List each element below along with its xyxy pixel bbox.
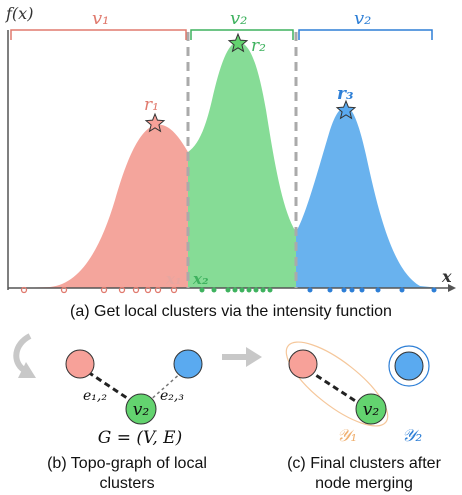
- peak-star-r3: [335, 99, 357, 120]
- bracket-v2-green: [190, 29, 294, 40]
- bracket-label-v1: v₁: [92, 8, 109, 29]
- sample-point: [431, 287, 437, 293]
- curved-arrow-icon: [13, 333, 32, 373]
- node-v2-label: v₂: [133, 400, 150, 420]
- caption-b-line2: clusters: [99, 475, 154, 492]
- sample-point: [399, 287, 405, 293]
- sample-point: [232, 287, 238, 293]
- caption-c-line1: (c) Final clusters after: [287, 455, 441, 472]
- sample-point: [253, 287, 259, 293]
- sample-point: [144, 286, 152, 294]
- caption-a: (a) Get local clusters via the intensity…: [70, 303, 392, 320]
- sample-point: [60, 286, 68, 294]
- bracket-v1: [10, 29, 187, 40]
- bracket-label-v2-green: v₂: [230, 8, 247, 29]
- panel-a: f(x) x v₁ v₂ v₂ r₁ r₂ r₃ x₁ x₂: [5, 4, 456, 320]
- peak-star-r2: [227, 32, 249, 53]
- sample-point: [225, 287, 231, 293]
- sample-point: [20, 286, 28, 294]
- peak-star-r1: [144, 112, 166, 133]
- sample-point: [359, 287, 365, 293]
- sample-point: [341, 287, 347, 293]
- node-red: [65, 349, 95, 379]
- boundary-label-x1: x₁: [165, 270, 182, 288]
- peak-label-r2: r₂: [251, 36, 266, 56]
- peak-label-r1: r₁: [144, 95, 159, 115]
- edge-label-e23: e₂,₃: [160, 388, 184, 404]
- peak-label-r3: r₃: [337, 84, 353, 104]
- x-axis-arrowhead: [448, 284, 456, 292]
- sample-point: [132, 286, 140, 294]
- node-v2-merged-label: v₂: [363, 400, 380, 420]
- node-blue-single: [394, 351, 424, 381]
- edge-e23: [147, 371, 183, 403]
- boundary-label-x2: x₂: [192, 270, 209, 288]
- caption-c-line2: node merging: [315, 475, 413, 492]
- sample-point: [199, 287, 205, 293]
- cluster-label-y2: 𝒴₂: [402, 426, 422, 446]
- green-region: [188, 42, 296, 288]
- sample-point: [260, 287, 266, 293]
- sample-point: [246, 287, 252, 293]
- cluster-y2-ring: [388, 345, 430, 387]
- x-axis-label: x: [441, 267, 452, 286]
- edge-label-e12: e₁,₂: [83, 388, 107, 404]
- sample-point: [100, 286, 108, 294]
- sample-points: [20, 286, 437, 294]
- sample-point: [327, 287, 333, 293]
- panel-b: v₂ e₁,₂ e₂,₃ G = (V, E) (b) Topo-graph o…: [13, 333, 207, 492]
- cluster-label-y1: 𝒴₁: [337, 426, 357, 446]
- node-v2-merged: [355, 393, 387, 425]
- sample-point: [154, 286, 162, 294]
- merged-edge: [307, 368, 361, 406]
- curved-arrow-head: [18, 362, 36, 378]
- sample-point: [239, 287, 245, 293]
- cluster-y1-ellipse: [285, 341, 389, 427]
- sample-point: [307, 287, 313, 293]
- sample-point: [118, 286, 126, 294]
- arrow-right-icon: [246, 347, 262, 367]
- sample-point: [211, 287, 217, 293]
- sample-point: [375, 287, 381, 293]
- node-red-merged: [288, 349, 318, 379]
- graph-formula: G = (V, E): [98, 428, 182, 448]
- blue-region: [296, 107, 440, 288]
- sample-point: [267, 287, 273, 293]
- panel-c: v₂ 𝒴₁ 𝒴₂ (c) Final clusters after node m…: [285, 341, 442, 492]
- node-blue: [173, 349, 203, 379]
- red-region: [18, 124, 188, 288]
- y-axis-label: f(x): [5, 4, 33, 23]
- sample-point: [349, 287, 355, 293]
- bracket-v2-blue: [298, 29, 433, 40]
- node-v2: [125, 393, 157, 425]
- bracket-label-v2-blue: v₂: [354, 8, 371, 29]
- caption-b-line1: (b) Topo-graph of local: [47, 455, 207, 472]
- sample-point: [170, 286, 178, 294]
- transition-arrow: [222, 347, 262, 367]
